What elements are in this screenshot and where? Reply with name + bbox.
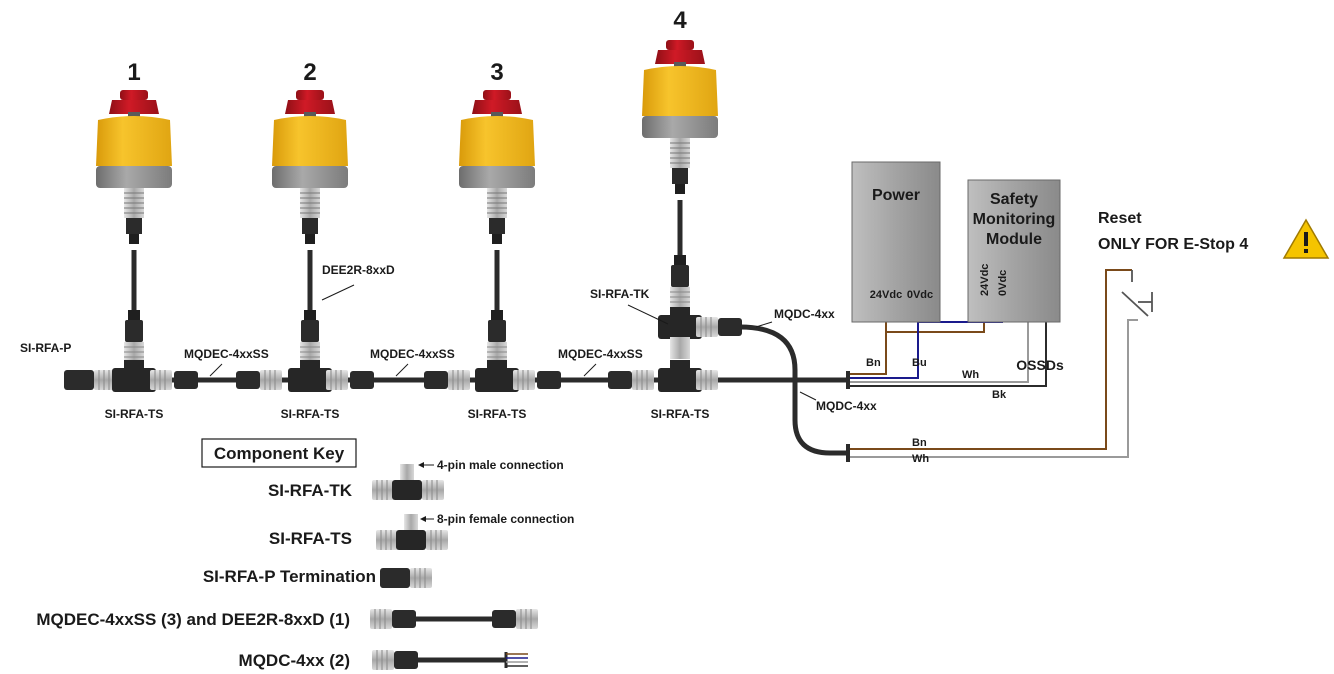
key-note-ts: 8-pin female connection	[437, 512, 574, 526]
estop-2	[271, 89, 349, 365]
estop-number-1: 1	[127, 59, 140, 86]
key-image-mqdc	[371, 649, 528, 671]
terminator-si-rfa-p	[64, 369, 117, 391]
label-si-rfa-p: SI-RFA-P	[20, 341, 71, 355]
cable-connectors-seg2	[424, 369, 471, 391]
key-image-ts	[375, 514, 449, 551]
key-image-p	[380, 567, 433, 589]
label-si-rfa-ts-1: SI-RFA-TS	[105, 407, 164, 421]
key-name-mqdc: MQDC-4xx (2)	[239, 651, 350, 670]
module-terminal-pos: 24Vdc	[979, 264, 991, 296]
key-name-mqdec-dee2r: MQDEC-4xxSS (3) and DEE2R-8xxD (1)	[36, 610, 350, 629]
mqdc-cable-reset	[739, 324, 850, 456]
tee-si-rfa-ts-2	[288, 360, 374, 392]
key-name-p: SI-RFA-P Termination	[203, 567, 376, 586]
ossds-label: OSSDs	[1016, 357, 1064, 373]
key-image-mqdec-dee2r	[369, 608, 539, 630]
key-name-tk: SI-RFA-TK	[268, 481, 353, 500]
wire-blue-power	[850, 312, 919, 379]
module-title-line1: Safety	[990, 191, 1038, 208]
tee-si-rfa-tk	[658, 307, 742, 359]
wire-black-ossd	[850, 318, 1047, 387]
key-image-tk	[371, 464, 445, 501]
wire-label-bn: Bn	[866, 357, 881, 369]
key-note-tk: 4-pin male connection	[437, 458, 564, 472]
key-name-ts: SI-RFA-TS	[269, 529, 352, 548]
label-mqdec-2: MQDEC-4xxSS	[370, 347, 455, 361]
estop-4	[641, 39, 719, 310]
label-mqdc-top: MQDC-4xx	[774, 307, 835, 321]
component-key-header: Component Key	[214, 444, 345, 463]
label-si-rfa-ts-3: SI-RFA-TS	[468, 407, 527, 421]
wire-white-ossd	[850, 318, 1029, 383]
cable-connectors-seg3	[608, 369, 655, 391]
wire-brown-reset	[850, 269, 1132, 450]
reset-switch	[1121, 270, 1153, 317]
estop-number-3: 3	[490, 59, 503, 86]
warning-icon	[1282, 218, 1330, 259]
label-si-rfa-ts-2: SI-RFA-TS	[281, 407, 340, 421]
cable-connectors-seg1	[236, 369, 283, 391]
estop-3	[458, 89, 536, 365]
label-si-rfa-ts-4: SI-RFA-TS	[651, 407, 710, 421]
power-terminal-neg: 0Vdc	[907, 289, 933, 301]
tee-si-rfa-ts-4	[658, 360, 719, 392]
wire-label-reset-wh: Wh	[912, 453, 929, 465]
estop-number-2: 2	[303, 59, 316, 86]
wire-label-bu: Bu	[912, 357, 927, 369]
reset-title: Reset	[1098, 210, 1142, 227]
label-si-rfa-tk: SI-RFA-TK	[590, 287, 650, 301]
power-supply-box: Power 24Vdc 0Vdc	[851, 161, 941, 323]
wire-label-wh: Wh	[962, 369, 979, 381]
module-title-line2: Monitoring	[973, 211, 1056, 228]
estop-number-4: 4	[673, 7, 687, 34]
estop-1	[95, 89, 173, 365]
module-terminal-neg: 0Vdc	[997, 270, 1009, 296]
wire-label-reset-bn: Bn	[912, 437, 927, 449]
wire-white-reset	[850, 319, 1138, 458]
label-dee2r: DEE2R-8xxD	[322, 263, 395, 277]
label-mqdec-3: MQDEC-4xxSS	[558, 347, 643, 361]
power-terminal-pos: 24Vdc	[870, 289, 902, 301]
wire-label-bk: Bk	[992, 389, 1007, 401]
safety-monitoring-module-box: Safety Monitoring Module 24Vdc 0Vdc	[967, 179, 1061, 323]
reset-subtitle: ONLY FOR E-Stop 4	[1098, 236, 1248, 253]
power-title: Power	[872, 187, 920, 204]
label-mqdec-1: MQDEC-4xxSS	[184, 347, 269, 361]
component-key-box	[201, 438, 357, 468]
label-mqdc-bottom: MQDC-4xx	[816, 399, 877, 413]
tee-si-rfa-ts-3	[475, 360, 561, 392]
module-title-line3: Module	[986, 231, 1042, 248]
tee-si-rfa-ts-1	[112, 360, 198, 392]
